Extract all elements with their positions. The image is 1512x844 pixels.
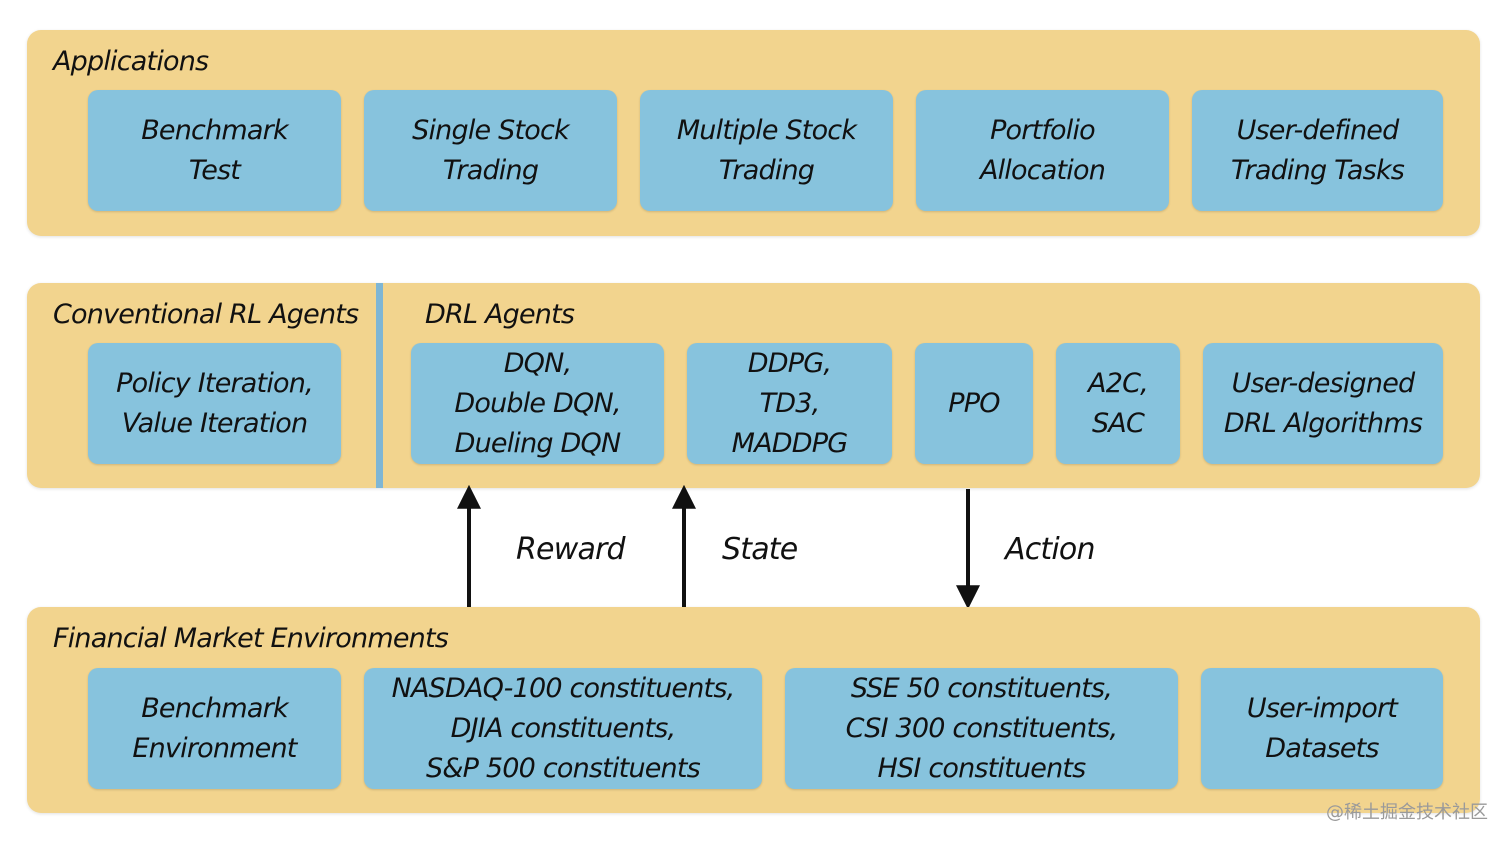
env-us-markets: NASDAQ-100 constituents, DJIA constituen…	[364, 668, 762, 789]
app-multiple-stock-trading: Multiple Stock Trading	[640, 90, 893, 211]
agents-layer: Conventional RL Agents Policy Iteration,…	[27, 283, 1480, 488]
conventional-rl-title: Conventional RL Agents	[53, 299, 359, 330]
env-china-hk-markets: SSE 50 constituents, CSI 300 constituent…	[785, 668, 1178, 789]
env-user-import-datasets: User-import Datasets	[1201, 668, 1443, 789]
app-single-stock-trading: Single Stock Trading	[364, 90, 617, 211]
watermark: @稀土掘金技术社区	[1326, 802, 1488, 823]
applications-title: Applications	[53, 46, 209, 77]
agent-a2c-sac: A2C, SAC	[1056, 343, 1180, 464]
app-benchmark-test: Benchmark Test	[88, 90, 341, 211]
drl-agents-title: DRL Agents	[425, 299, 575, 330]
state-label: State	[722, 532, 798, 567]
agent-ppo: PPO	[915, 343, 1033, 464]
agent-policy-value-iteration: Policy Iteration, Value Iteration	[88, 343, 341, 464]
reward-label: Reward	[516, 532, 626, 567]
agent-ddpg-family: DDPG, TD3, MADDPG	[687, 343, 892, 464]
applications-layer: Applications Benchmark Test Single Stock…	[27, 30, 1480, 236]
action-label: Action	[1005, 532, 1095, 567]
env-benchmark: Benchmark Environment	[88, 668, 341, 789]
agent-user-designed-drl: User-designed DRL Algorithms	[1203, 343, 1443, 464]
agents-divider	[376, 283, 383, 488]
agent-dqn-family: DQN, Double DQN, Dueling DQN	[411, 343, 664, 464]
app-portfolio-allocation: Portfolio Allocation	[916, 90, 1169, 211]
environments-layer: Financial Market Environments Benchmark …	[27, 607, 1480, 813]
app-user-defined-tasks: User-defined Trading Tasks	[1192, 90, 1443, 211]
environments-title: Financial Market Environments	[53, 623, 449, 654]
